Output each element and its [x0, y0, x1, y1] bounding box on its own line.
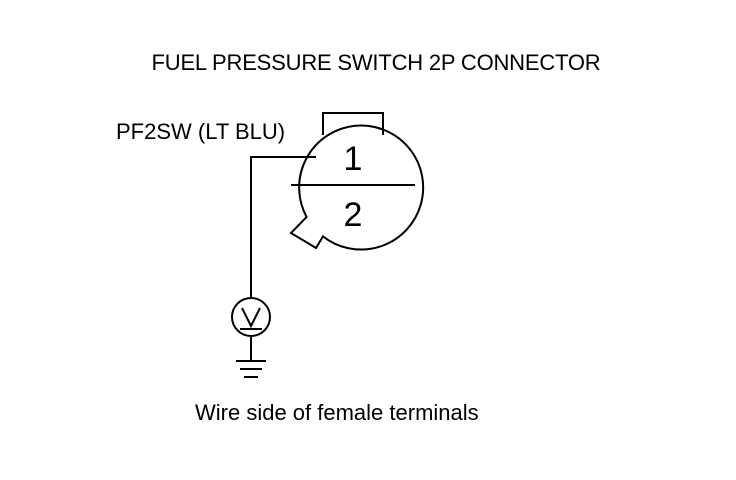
connector-lock-tab [322, 112, 384, 135]
diagram-title: FUEL PRESSURE SWITCH 2P CONNECTOR [151, 50, 601, 75]
connector-body [289, 124, 425, 251]
pin-2-number: 2 [344, 196, 363, 234]
voltmeter-icon [231, 297, 271, 337]
wire-label: PF2SW (LT BLU) [116, 119, 286, 144]
connector [289, 112, 425, 251]
test-lead-wire [250, 156, 316, 297]
pin-1-number: 1 [344, 140, 363, 178]
caption: Wire side of female terminals [195, 400, 479, 425]
ground-icon [236, 360, 266, 378]
